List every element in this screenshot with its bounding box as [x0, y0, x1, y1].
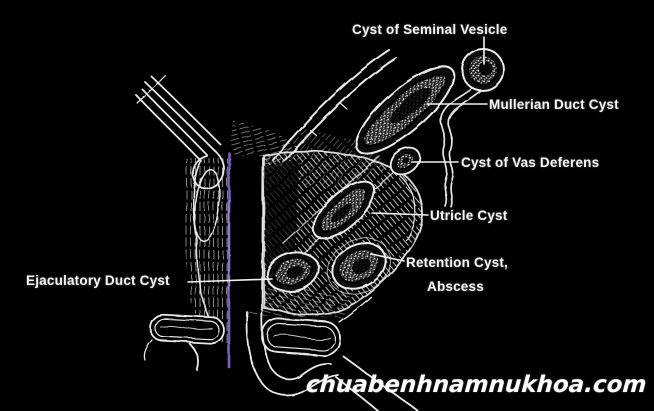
utricle-cyst-shape	[312, 180, 376, 240]
vas-deferens-cyst	[389, 146, 421, 176]
urethra-channel	[227, 151, 264, 369]
leader-lines	[187, 36, 488, 283]
mullerian-duct-cyst-body	[355, 65, 455, 155]
label-retention-cyst-line2: Abscess	[427, 279, 484, 294]
label-ejaculatory-duct-cyst: Ejaculatory Duct Cyst	[26, 273, 170, 288]
label-utricle-cyst: Utricle Cyst	[430, 208, 508, 223]
label-cyst-of-seminal-vesicle: Cyst of Seminal Vesicle	[352, 22, 508, 37]
leader-retention	[370, 253, 405, 262]
watermark: chuabenhnamnukhoa.com	[304, 372, 647, 398]
leader-ejaculatory	[187, 278, 273, 283]
label-mullerian-duct-cyst: Mullerian Duct Cyst	[489, 97, 619, 112]
leader-utricle	[371, 212, 429, 216]
ejaculatory-duct-cyst-shape	[266, 251, 320, 293]
vas-deferens-tubes	[135, 75, 225, 190]
pelvic-floor-structures	[143, 296, 419, 411]
label-cyst-of-vas-deferens: Cyst of Vas Deferens	[461, 155, 600, 170]
urethra-left-wall	[184, 158, 228, 345]
label-retention-cyst-line1: Retention Cyst,	[406, 255, 509, 270]
mullerian-duct	[439, 87, 481, 208]
seminal-vesicle-cyst	[461, 48, 505, 92]
